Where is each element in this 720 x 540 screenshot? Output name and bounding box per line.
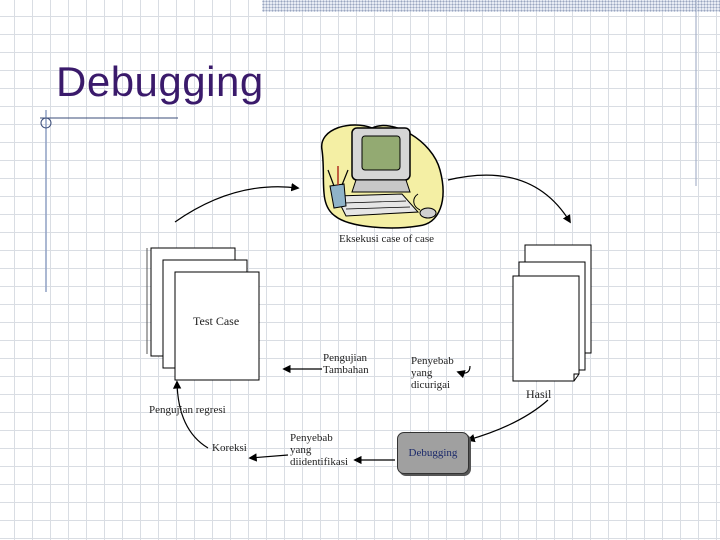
suspected-causes-label: Penyebab yang dicurigai bbox=[411, 355, 454, 391]
slide-guide-lines bbox=[40, 0, 697, 292]
additional-tests-label: Pengujian Tambahan bbox=[323, 352, 369, 376]
computer-icon bbox=[321, 124, 444, 229]
arrow-results-to-debugging bbox=[466, 399, 549, 443]
execution-label: Eksekusi case of case bbox=[339, 233, 434, 245]
corrections-label: Koreksi bbox=[212, 442, 247, 454]
results-documents bbox=[512, 244, 592, 382]
arrow-identified-to-correction bbox=[248, 453, 289, 462]
test-case-documents bbox=[146, 247, 260, 381]
results-label: Hasil bbox=[526, 387, 552, 401]
arrow-correction-to-test-case bbox=[172, 380, 209, 449]
debugging-box: Debugging bbox=[397, 432, 469, 474]
slide-title: Debugging bbox=[56, 58, 264, 105]
test-case-label: Test Case bbox=[193, 314, 240, 328]
regression-tests-label: Pengujian regresi bbox=[149, 404, 226, 416]
top-decor-bar bbox=[262, 0, 720, 12]
arrow-to-execution bbox=[174, 182, 300, 223]
identified-causes-label: Penyebab yang diidentifikasi bbox=[290, 432, 349, 468]
arrow-to-results bbox=[447, 174, 571, 224]
arrow-from-results bbox=[456, 365, 471, 379]
